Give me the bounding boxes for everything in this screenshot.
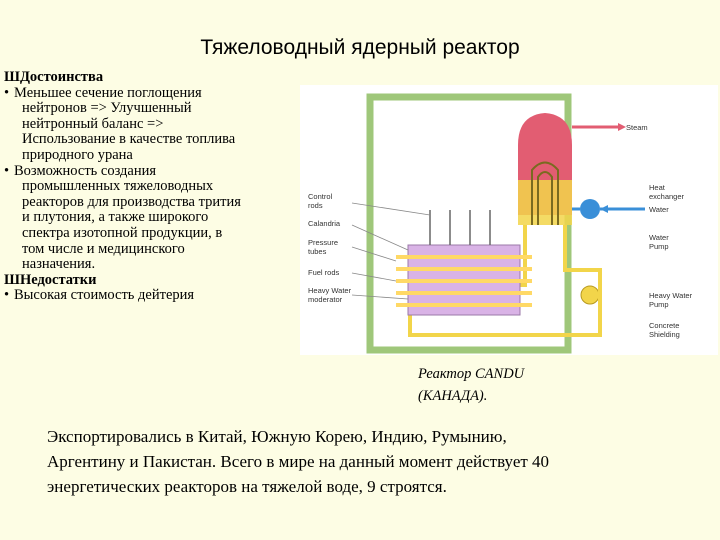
disadvantage-text: Высокая стоимость дейтерия (14, 287, 195, 304)
footer-line: Аргентину и Пакистан. Всего в мире на да… (47, 452, 550, 471)
advantage-text: Возможность создания (14, 162, 157, 179)
footer-line: энергетических реакторов на тяжелой воде… (47, 477, 447, 496)
advantage-item: • Возможность создания (4, 162, 304, 180)
water-pump (580, 199, 600, 219)
heavy-water-pump (580, 285, 600, 305)
label-control-rods: Control (308, 192, 333, 201)
advantages-marker: Ш (4, 69, 20, 85)
label-water-pump-2: Pump (649, 242, 669, 251)
advantage-line: реакторов для производства трития (22, 193, 241, 210)
reactor-svg: Steam Heat exchanger Water Water Pump He… (308, 93, 693, 354)
candu-reactor-diagram: Steam Heat exchanger Water Water Pump He… (300, 85, 718, 355)
advantage-line: нейтронов => Улучшенный (22, 100, 192, 117)
label-moderator-2: moderator (308, 295, 343, 304)
label-heat-exchanger: Heat (649, 183, 666, 192)
label-fuel-rods: Fuel rods (308, 268, 340, 277)
advantage-line: Использование в качестве топлива (22, 131, 236, 148)
footer-line: Экспортировались в Китай, Южную Корею, И… (47, 427, 507, 446)
water-arrow (600, 205, 608, 213)
label-heavy-water-pump: Heavy Water (649, 291, 693, 300)
label-concrete: Concrete (649, 321, 679, 330)
bullet-dot: • (4, 162, 10, 179)
label-steam: Steam (626, 123, 648, 132)
advantage-line: природного урана (22, 146, 133, 163)
advantage-item: • Меньшее сечение поглощения (4, 84, 304, 102)
caption-line: Реактор CANDU (418, 366, 525, 382)
label-moderator: Heavy Water (308, 286, 352, 295)
disadvantages-marker: Ш (4, 271, 20, 288)
label-pressure-tubes: Pressure (308, 238, 338, 247)
label-water: Water (649, 205, 669, 214)
diagram-caption: Реактор CANDU (КАНАДА). (418, 363, 524, 407)
advantage-line: нейтронный баланс => (22, 115, 164, 132)
caption-line: (КАНАДА). (418, 388, 488, 404)
export-note: Экспортировались в Китай, Южную Корею, И… (47, 424, 707, 499)
advantage-line: назначения. (22, 256, 96, 273)
fuel-rods (396, 255, 532, 307)
label-pressure-tubes-2: tubes (308, 247, 327, 256)
label-concrete-2: Shielding (649, 330, 680, 339)
label-heat-exchanger-2: exchanger (649, 192, 685, 201)
steam-arrow (618, 123, 626, 131)
label-heavy-water-pump-2: Pump (649, 300, 669, 309)
advantage-line: спектра изотопной продукции, в (22, 224, 223, 241)
advantage-text: Меньшее сечение поглощения (14, 84, 202, 101)
label-calandria: Calandria (308, 219, 341, 228)
page-title: Тяжеловодный ядерный реактор (200, 36, 520, 59)
label-water-pump: Water (649, 233, 669, 242)
steam-generator-base (518, 180, 572, 225)
label-control-rods-2: rods (308, 201, 323, 210)
advantage-line: промышленных тяжеловодных (22, 178, 214, 195)
bullet-dot: • (4, 84, 10, 101)
heat-exchanger-tubes (531, 161, 559, 225)
disadvantages-heading-text: Недостатки (19, 271, 97, 288)
control-rods (429, 210, 491, 245)
bullet-dot: • (4, 287, 10, 304)
advantage-line: и плутония, а также широкого (22, 209, 209, 226)
advantages-heading-text: Достоинства (19, 69, 104, 85)
advantage-line: том числе и медицинского (22, 240, 185, 257)
disadvantage-item: • Высокая стоимость дейтерия (4, 288, 304, 304)
